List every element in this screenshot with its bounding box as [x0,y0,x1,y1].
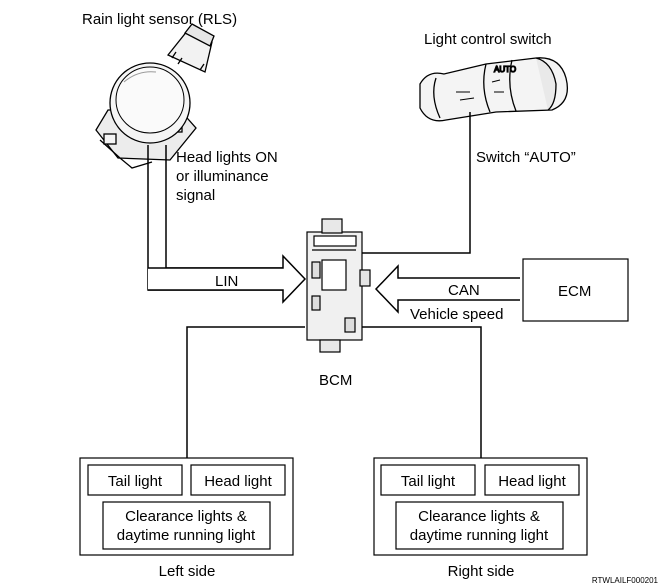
rain-light-sensor-illustration [95,23,215,169]
right-head-label: Head light [498,473,566,490]
bcm-illustration [306,218,371,353]
vehicle-speed-label: Vehicle speed [410,306,503,323]
left-clearance-label-1: Clearance lights & [125,508,247,525]
can-arrow [374,264,520,314]
can-label: CAN [448,282,480,299]
right-tail-box [380,464,476,496]
ecm-label: ECM [558,283,591,300]
bcm-left-line [186,326,305,458]
left-tail-label: Tail light [108,473,163,490]
right-tail-label: Tail light [401,473,456,490]
left-clearance-box [102,501,271,550]
light-switch-label: Light control switch [424,31,552,48]
rls-signal-label-2: or illuminance [176,168,269,185]
left-head-box [190,464,286,496]
rls-label: Rain light sensor (RLS) [82,11,237,28]
right-head-box [484,464,580,496]
bcm-label: BCM [319,372,352,389]
left-clearance-label-2: daytime running light [117,527,256,544]
figure-code: RTWLAILF000201 [592,576,659,585]
lin-arrow [148,254,307,304]
bcm-right-line [362,326,482,458]
ecm-box [522,258,629,322]
switch-auto-label: Switch “AUTO” [476,149,576,166]
rls-signal-label-1: Head lights ON [176,149,278,166]
right-side-group: Tail light Head light Clearance lights &… [373,457,588,556]
svg-text:AUTO: AUTO [494,65,516,74]
right-clearance-box [395,501,564,550]
right-clearance-label-1: Clearance lights & [418,508,540,525]
light-control-switch-illustration: AUTO [419,57,569,122]
left-side-group: Tail light Head light Clearance lights &… [79,457,294,556]
right-side-caption: Right side [448,563,515,580]
left-tail-box [87,464,183,496]
switch-bcm-line [362,112,471,254]
left-head-label: Head light [204,473,272,490]
right-clearance-label-2: daytime running light [410,527,549,544]
left-side-caption: Left side [159,563,216,580]
rls-signal-label-3: signal [176,187,215,204]
lin-label: LIN [215,273,238,290]
